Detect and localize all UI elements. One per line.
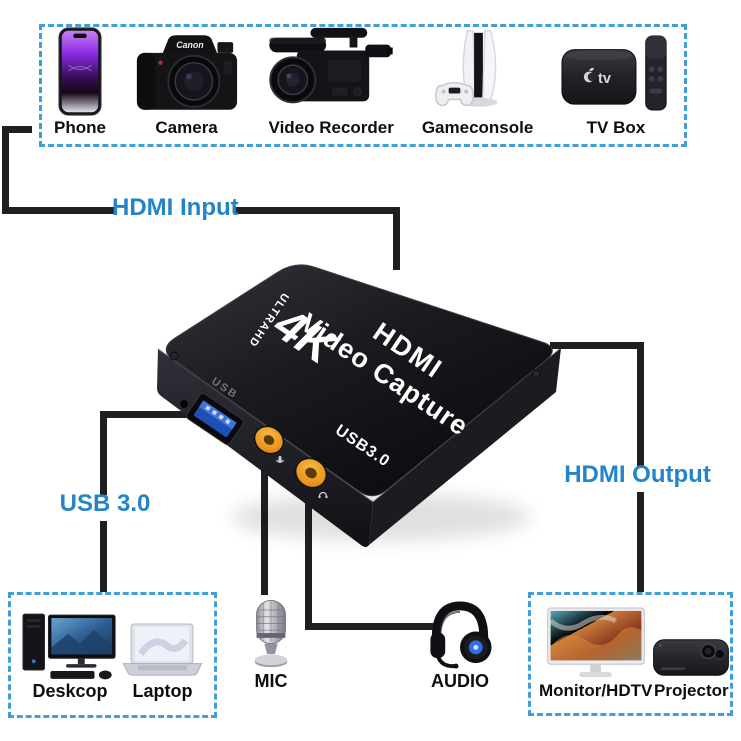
device-label: Camera: [155, 117, 218, 137]
device-label: Laptop: [132, 681, 193, 702]
output-device-projector: Projector: [652, 633, 730, 703]
device-label: TV Box: [586, 117, 646, 137]
headphone-jack: [294, 457, 328, 489]
headphone-glyph: [318, 491, 328, 499]
mic-jack: [253, 425, 285, 455]
output-device-audio: AUDIO: [426, 600, 494, 695]
usb-line-upper: [100, 411, 107, 495]
hdmi-output-label: HDMI Output: [564, 461, 711, 488]
svg-text:tv: tv: [598, 70, 612, 86]
input-device-game-console: Gameconsole: [421, 25, 534, 140]
mic-glyph: [276, 456, 284, 463]
usb-line-lower: [100, 521, 107, 593]
device-side-face: [369, 348, 561, 545]
audio-line-horizontal: [305, 623, 439, 630]
device-label: Deskcop: [32, 681, 108, 702]
usb-port: [186, 393, 244, 445]
hdmi-input-line-drop: [393, 207, 400, 270]
hdmi-input-line-vertical: [2, 126, 9, 214]
screw: [531, 369, 541, 379]
capture-device-image: 4K ULTRAHD HDMI Video Capture USB3.0 USB: [157, 264, 562, 547]
output-device-monitor: Monitor/HDTV: [539, 607, 652, 703]
device-label: Gameconsole: [421, 117, 534, 137]
hdmi-output-line-horizontal: [550, 342, 644, 349]
output-display-group-box: Monitor/HDTV Projector: [528, 592, 733, 716]
usb-label: USB 3.0: [59, 490, 151, 517]
hdmi-input-line-right: [233, 207, 400, 214]
desktop-pc-icon: [22, 614, 116, 680]
video-recorder-icon: [269, 27, 393, 103]
output-device-laptop: Laptop: [121, 623, 204, 705]
device-label: Projector: [654, 680, 729, 700]
hdmi-input-line-stub: [2, 126, 32, 133]
game-console-icon: [434, 29, 498, 107]
device-label: AUDIO: [431, 671, 489, 691]
device-label: Video Recorder: [268, 117, 394, 137]
headset-icon: [430, 601, 492, 669]
power-jack-hole: [179, 399, 189, 409]
input-device-video-recorder: Video Recorder: [267, 25, 395, 140]
output-computers-group-box: Deskcop Laptop: [8, 592, 217, 718]
device-label: Monitor/HDTV: [539, 680, 653, 700]
input-devices-group-box: Phone Canon Camera: [39, 24, 687, 147]
camera-icon: Canon: [136, 34, 237, 110]
hdmi-output-line-lower: [637, 492, 644, 594]
device-label: Phone: [54, 117, 106, 137]
input-device-camera: Canon Camera: [133, 27, 241, 140]
projector-icon: [653, 638, 730, 676]
hdmi-input-label: HDMI Input: [112, 194, 239, 221]
hdmi-output-line-upper: [637, 342, 644, 466]
svg-text:Canon: Canon: [176, 40, 204, 50]
phone-icon: [58, 27, 102, 116]
output-device-mic: MIC: [241, 598, 301, 695]
input-device-phone: Phone: [54, 25, 106, 140]
usb-line-horizontal: [100, 411, 208, 418]
audio-line-vertical: [305, 490, 312, 630]
input-device-tv-box: tv TV Box: [560, 30, 672, 140]
tv-box-icon: tv: [561, 35, 667, 111]
hdmi-input-line-left: [2, 207, 114, 214]
laptop-icon: [122, 623, 203, 677]
screw: [169, 351, 179, 361]
device-label: MIC: [254, 671, 288, 691]
microphone-icon: [254, 599, 288, 668]
output-device-desktop: Deskcop: [21, 612, 119, 705]
monitor-icon: [546, 607, 645, 677]
